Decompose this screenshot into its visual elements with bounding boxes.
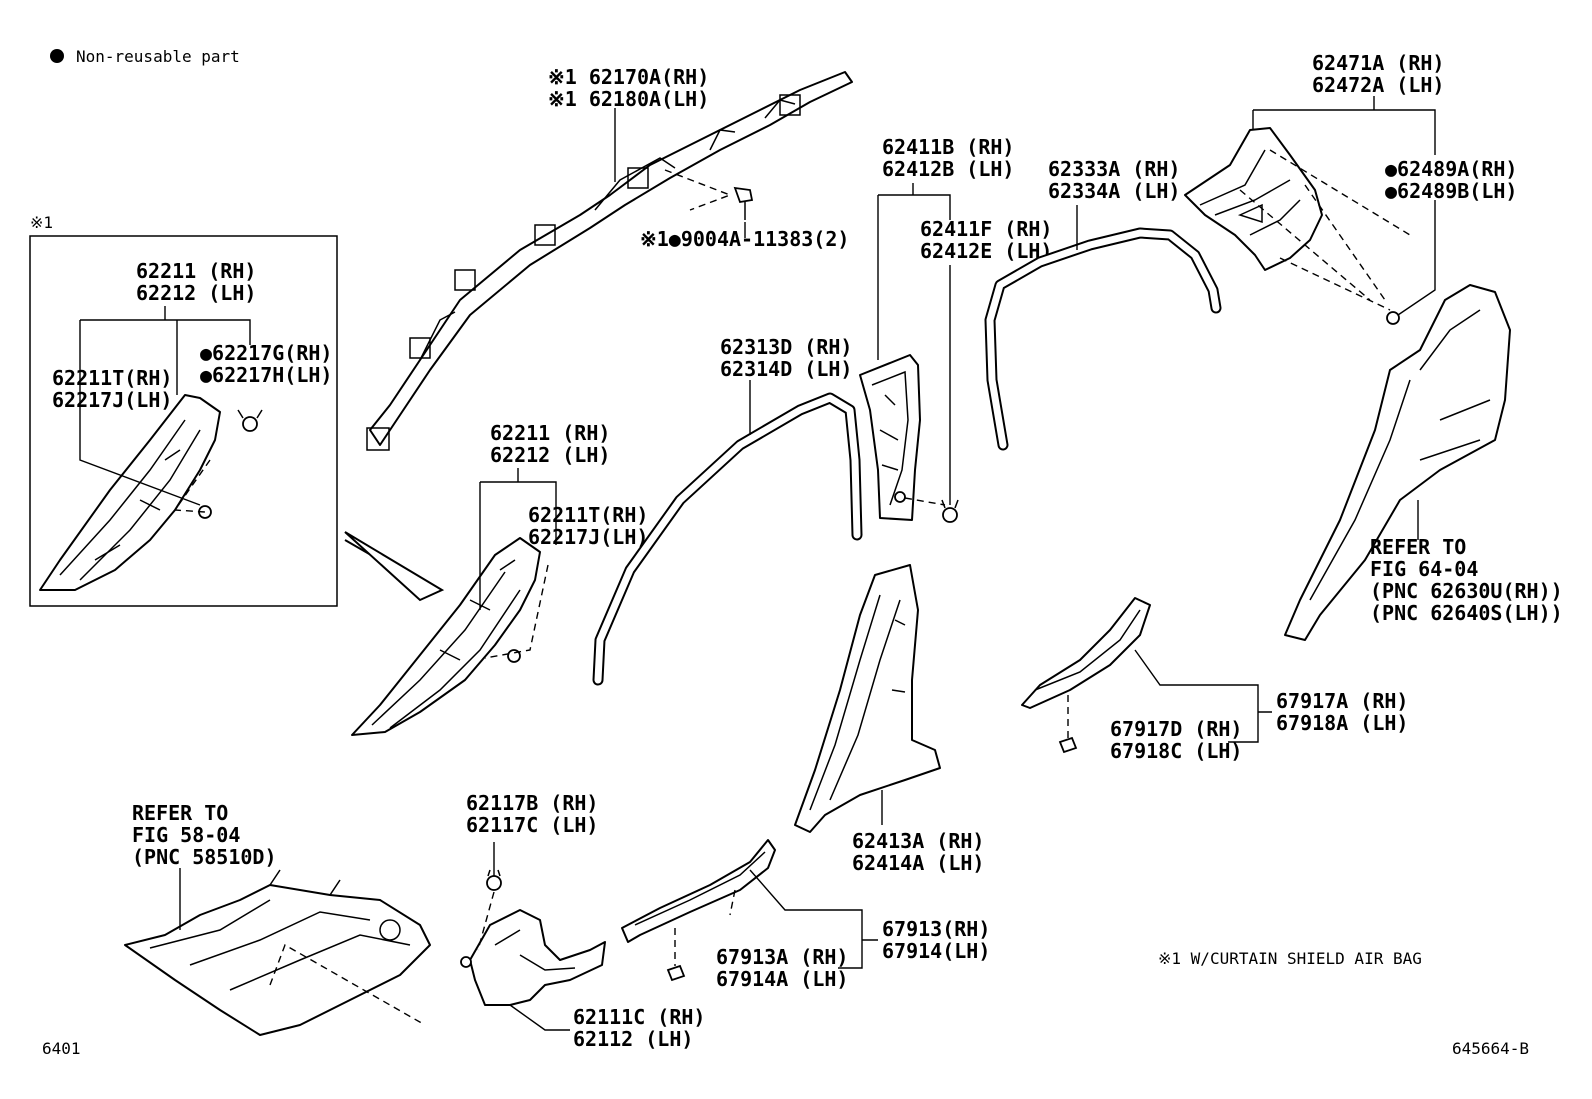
front-pillar-label-lh: 62212 (LH) <box>490 443 610 467</box>
roof-side-label-lh: 62472A (LH) <box>1312 73 1444 97</box>
center-pillar-lower-garnish[interactable] <box>794 564 941 833</box>
front-scuff-label-rh: 67913(RH) <box>882 917 990 941</box>
airbag-bolt-icon <box>733 186 754 220</box>
inset-sub-label-rh: 62211T(RH) <box>52 366 172 390</box>
front-scuff-clip-label-lh: 67914A (LH) <box>716 967 848 991</box>
airbag-label-lh: ※1 62180A(LH) <box>548 87 709 111</box>
rear-scuff-clip-icon <box>1058 736 1078 754</box>
airbag-bolt-label: ※1●9004A-11383(2) <box>640 227 849 251</box>
cowl-grommet-icon <box>460 956 472 968</box>
roof-side-label-rh: 62471A (RH) <box>1312 51 1444 75</box>
inset-dash-guide <box>173 459 211 513</box>
front-pillar-label-rh: 62211 (RH) <box>490 421 610 445</box>
center-pillar-upper-garnish[interactable] <box>859 354 921 521</box>
center-pillar-grommet-icon <box>894 491 906 503</box>
front-scuff-dash-guide <box>674 889 736 966</box>
floor-refer-line2: FIG 58-04 <box>132 823 240 847</box>
front-weatherstrip-label-rh: 62313D (RH) <box>720 335 852 359</box>
center-pillar-dash-guide <box>904 497 946 506</box>
center-pillar-lower-label-rh: 62413A (RH) <box>852 829 984 853</box>
front-weatherstrip-label-lh: 62314D (LH) <box>720 357 852 381</box>
rear-scuff-leader-lines <box>1134 649 1272 743</box>
center-pillar-label-rh: 62411B (RH) <box>882 135 1014 159</box>
page-code: 6401 <box>42 1039 81 1058</box>
legend-text: Non-reusable part <box>76 47 240 66</box>
cowl-trim-label-rh: 62111C (RH) <box>573 1005 705 1029</box>
rear-quarter-refer-line3: (PNC 62630U(RH)) <box>1370 579 1563 603</box>
rear-quarter-refer-line1: REFER TO <box>1370 535 1466 559</box>
front-scuff-clip-icon <box>666 964 686 982</box>
airbag-leader-lines <box>614 108 746 238</box>
inset-clip-icon <box>237 409 263 432</box>
floor-carpet-dash-guide <box>269 943 426 1026</box>
inset-sub-label-lh: 62217J(LH) <box>52 388 172 412</box>
legend-bullet-icon <box>50 49 64 63</box>
curtain-airbag-assembly[interactable] <box>366 71 853 451</box>
front-door-scuff-plate[interactable] <box>621 839 776 943</box>
front-pillar-sub-label-rh: 62211T(RH) <box>528 503 648 527</box>
inset-pointer-arrow-icon <box>344 531 445 602</box>
front-pillar-dash-guide <box>484 564 549 659</box>
rear-quarter-refer-line4: (PNC 62640S(LH)) <box>1370 601 1563 625</box>
cowl-trim-label-lh: 62112 (LH) <box>573 1027 693 1051</box>
rear-scuff-clip-label-rh: 67917D (RH) <box>1110 717 1242 741</box>
inset-main-label-lh: 62212 (LH) <box>136 281 256 305</box>
inset-frame <box>29 235 338 607</box>
rear-scuff-label-rh: 67917A (RH) <box>1276 689 1408 713</box>
rear-door-weatherstrip[interactable] <box>984 227 1222 451</box>
roof-side-clip-label-rh: ●62489A(RH) <box>1385 157 1517 181</box>
roof-side-dash-guide <box>1239 149 1411 311</box>
floor-refer-line3: (PNC 58510D) <box>132 845 277 869</box>
cowl-clip-icon <box>486 869 502 891</box>
roof-side-inner-garnish[interactable] <box>1184 127 1323 271</box>
center-pillar-clip-label-lh: 62412E (LH) <box>920 239 1052 263</box>
rear-quarter-trim-panel[interactable] <box>1284 284 1511 641</box>
front-scuff-label-lh: 67914(LH) <box>882 939 990 963</box>
center-pillar-leader-lines <box>877 183 951 505</box>
center-pillar-clip-label-rh: 62411F (RH) <box>920 217 1052 241</box>
inset-leader-lines <box>79 306 251 506</box>
rear-weatherstrip-label-lh: 62334A (LH) <box>1048 179 1180 203</box>
inset-marker: ※1 <box>30 213 53 232</box>
airbag-label-rh: ※1 62170A(RH) <box>548 65 709 89</box>
figure-code: 645664-B <box>1452 1039 1529 1058</box>
front-pillar-sub-label-lh: 62217J(LH) <box>528 525 648 549</box>
roof-side-clip-label-lh: ●62489B(LH) <box>1385 179 1517 203</box>
cowl-clip-label-lh: 62117C (LH) <box>466 813 598 837</box>
floor-carpet-assembly[interactable] <box>124 869 431 1036</box>
inset-a-pillar-trim[interactable] <box>39 394 221 591</box>
airbag-note: ※1 W/CURTAIN SHIELD AIR BAG <box>1158 949 1422 968</box>
front-scuff-leader-lines <box>749 869 878 969</box>
floor-refer-line1: REFER TO <box>132 801 228 825</box>
cowl-leader-lines <box>493 842 570 1031</box>
rear-door-scuff-plate[interactable] <box>1021 597 1151 709</box>
center-pillar-label-lh: 62412B (LH) <box>882 157 1014 181</box>
inset-clip-label-rh: ●62217G(RH) <box>200 341 332 365</box>
roof-side-clip-icon <box>1386 311 1400 325</box>
rear-weatherstrip-label-rh: 62333A (RH) <box>1048 157 1180 181</box>
rear-quarter-refer-line2: FIG 64-04 <box>1370 557 1478 581</box>
front-scuff-clip-label-rh: 67913A (RH) <box>716 945 848 969</box>
front-pillar-leader-lines <box>479 468 557 610</box>
cowl-dash-guide <box>477 891 495 951</box>
front-door-weatherstrip[interactable] <box>592 392 863 686</box>
center-pillar-clip-icon <box>941 499 959 523</box>
cowl-clip-label-rh: 62117B (RH) <box>466 791 598 815</box>
front-pillar-garnish[interactable] <box>351 537 541 736</box>
inset-clip-label-lh: ●62217H(LH) <box>200 363 332 387</box>
rear-scuff-clip-label-lh: 67918C (LH) <box>1110 739 1242 763</box>
airbag-dash-guide <box>664 169 732 211</box>
cowl-side-trim-board[interactable] <box>469 909 606 1006</box>
inset-main-label-rh: 62211 (RH) <box>136 259 256 283</box>
rear-scuff-label-lh: 67918A (LH) <box>1276 711 1408 735</box>
center-pillar-lower-label-lh: 62414A (LH) <box>852 851 984 875</box>
roof-side-leader-lines <box>1252 96 1436 316</box>
